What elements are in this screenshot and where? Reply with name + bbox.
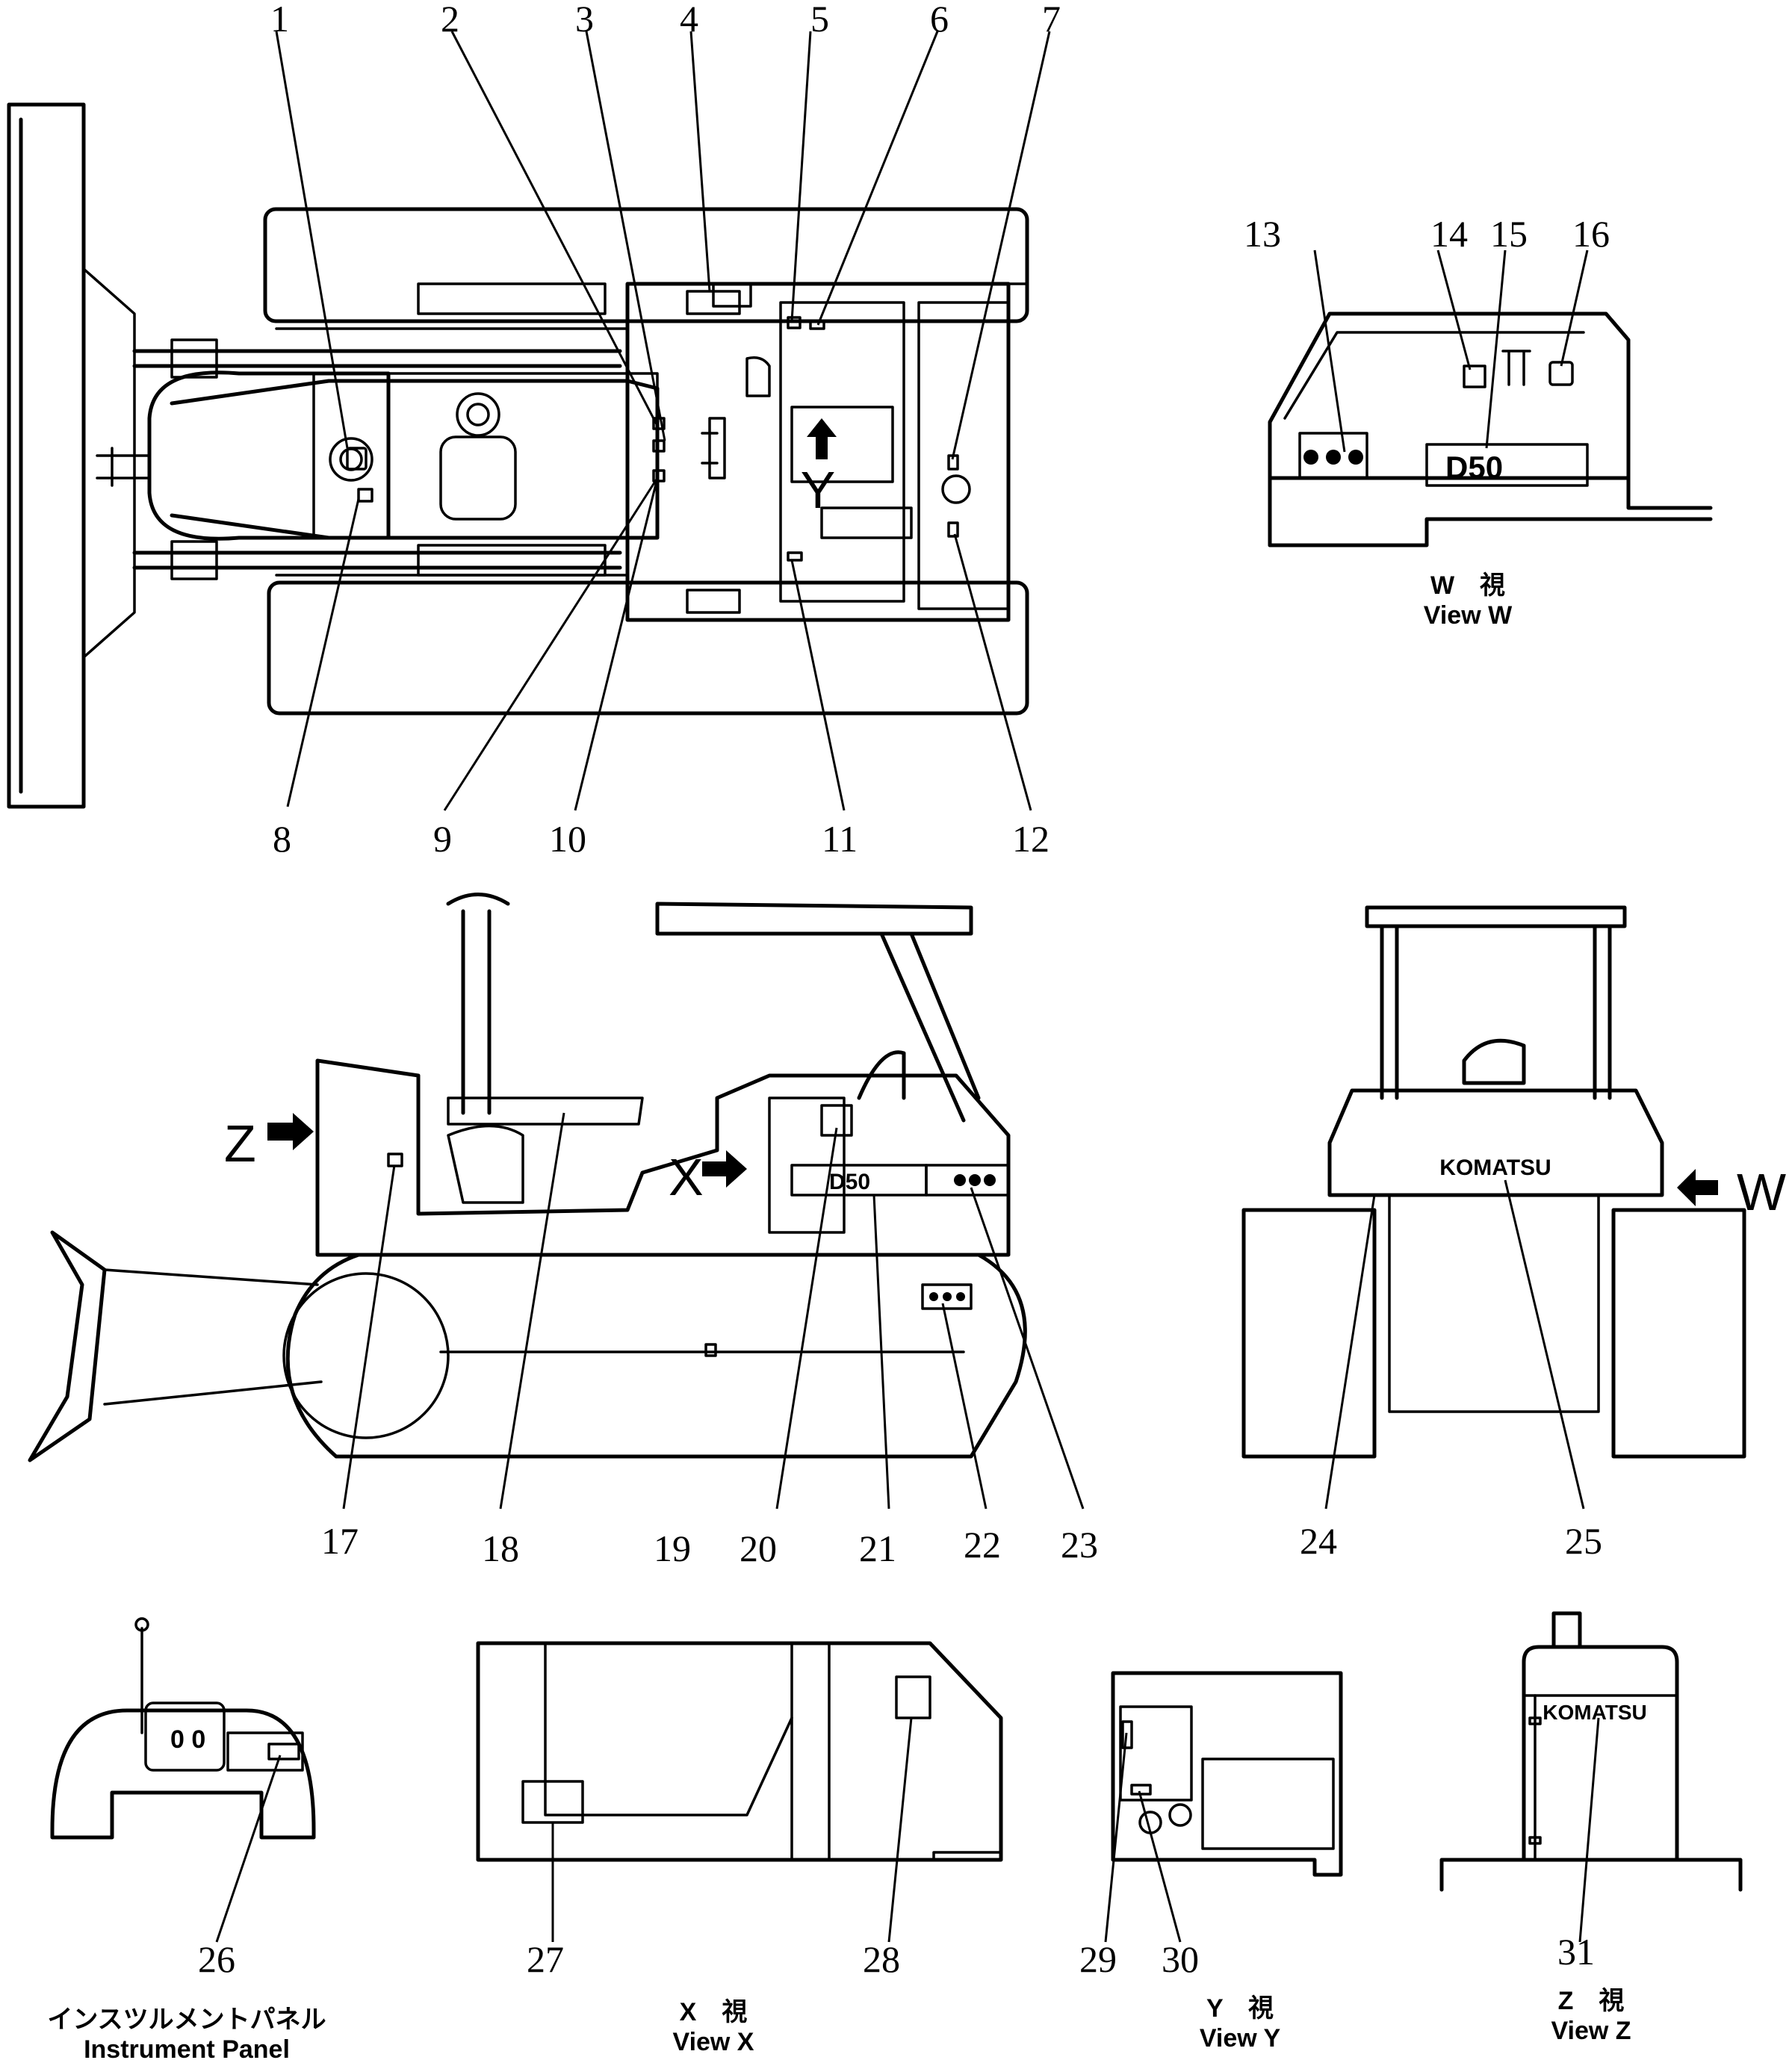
- part-number: 24: [1300, 1520, 1337, 1562]
- part-number: 11: [822, 818, 858, 860]
- part-number: 13: [1244, 213, 1281, 255]
- panel-caption: Instrument Panel: [84, 2035, 290, 2060]
- part-number: 21: [859, 1527, 896, 1569]
- part-number: 7: [1042, 0, 1061, 40]
- arrow-label-z: Z: [224, 1114, 256, 1173]
- part-number: 15: [1490, 213, 1528, 255]
- view-y-caption: View Y: [1200, 2024, 1281, 2053]
- view-z-drawing: KOMATSU: [1439, 1611, 1743, 1943]
- view-y-caption-jp: Y 視: [1206, 1994, 1274, 2023]
- top-view: Y: [7, 102, 1029, 809]
- rear-view-drawing: KOMATSU W: [1241, 905, 1786, 1459]
- part-number: 16: [1572, 213, 1610, 255]
- part-number: 4: [680, 0, 698, 40]
- view-y-drawing: [1104, 1671, 1343, 1943]
- top-view-leaders: [275, 31, 1051, 811]
- arrow-label-x: X: [669, 1148, 704, 1206]
- part-number: 1: [270, 0, 289, 40]
- arrow-label-y: Y: [801, 461, 836, 519]
- part-number: 29: [1079, 1938, 1117, 1980]
- part-number-labels: 1 2 3 4 5 6 7 8 9 10 11 12 13 14 15 16 1…: [198, 0, 1610, 1980]
- view-w-drawing: D50: [1268, 249, 1713, 547]
- view-z-caption-jp: Z 視: [1558, 1987, 1625, 2015]
- part-number: 20: [740, 1527, 777, 1569]
- part-number: 9: [433, 818, 452, 860]
- panel-gauges: 0 0: [170, 1725, 205, 1754]
- part-number: 3: [575, 0, 594, 40]
- view-captions: W 視 View W インスツルメントパネル Instrument Panel …: [47, 571, 1631, 2060]
- view-w-caption-jp: W 視: [1430, 571, 1505, 600]
- model-decal-side: D50: [829, 1170, 870, 1194]
- part-number: 19: [654, 1527, 691, 1569]
- brand-decal-rear: KOMATSU: [1439, 1155, 1551, 1180]
- model-decal-w: D50: [1445, 450, 1503, 485]
- rear-view-leaders: [1324, 1179, 1585, 1510]
- part-number: 31: [1557, 1931, 1595, 1973]
- part-number: 6: [930, 0, 949, 40]
- part-number: 23: [1061, 1524, 1098, 1566]
- view-x-caption-jp: X 視: [680, 1998, 748, 2026]
- part-number: 2: [441, 0, 459, 40]
- part-number: 25: [1565, 1520, 1602, 1562]
- part-number: 8: [273, 818, 291, 860]
- part-number: 12: [1012, 818, 1050, 860]
- view-z-caption: View Z: [1551, 2017, 1631, 2045]
- part-number: 14: [1430, 213, 1468, 255]
- part-number: 22: [964, 1524, 1001, 1566]
- panel-caption-jp: インスツルメントパネル: [47, 2005, 326, 2034]
- part-number: 17: [321, 1520, 359, 1562]
- arrow-label-w: W: [1737, 1163, 1786, 1221]
- brand-decal-front: KOMATSU: [1543, 1701, 1646, 1724]
- view-x-drawing: [476, 1641, 1003, 1943]
- part-number: 10: [549, 818, 586, 860]
- part-number: 27: [527, 1938, 564, 1980]
- part-number: 5: [810, 0, 829, 40]
- side-view-leaders: [342, 1112, 1085, 1510]
- instrument-panel-drawing: 0 0: [50, 1617, 316, 1943]
- part-number: 26: [198, 1938, 235, 1980]
- view-x-caption: View X: [673, 2028, 754, 2056]
- part-number: 18: [482, 1527, 519, 1569]
- part-number: 30: [1162, 1938, 1199, 1980]
- side-view-drawing: D50 Z X: [28, 893, 1027, 1462]
- view-w-caption: View W: [1424, 601, 1513, 630]
- part-number: 28: [863, 1938, 900, 1980]
